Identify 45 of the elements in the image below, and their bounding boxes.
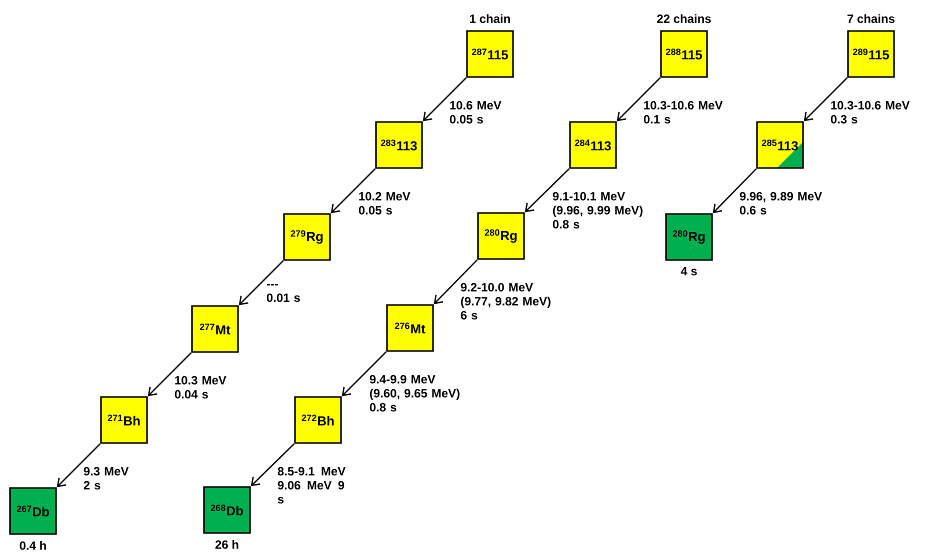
half-life-label: 4 s xyxy=(680,267,697,276)
chain-heading: 1 chain xyxy=(470,14,510,23)
decay-label: 10.3 MeV 0.04 s xyxy=(173,375,236,400)
decay-label: --- 0.01 s xyxy=(265,283,302,303)
decay-arrow xyxy=(712,168,757,214)
decay-label: 9.1-10.1 MeV (9.96, 9.99 MeV) 0.8 s xyxy=(551,191,648,230)
nuclide-box: $^{277}$Mt xyxy=(191,305,239,353)
decay-label: 10.2 MeV 0.05 s xyxy=(357,191,420,216)
decay-label: 9.2-10.0 MeV (9.77, 9.82 MeV) 6 s xyxy=(459,282,554,320)
nuclide-box: $^{271}$Bh xyxy=(100,396,148,444)
nuclide-box: $^{284}$113 xyxy=(569,121,617,169)
nuclide-box: $^{272}$Bh xyxy=(294,396,342,444)
decay-label: 9.4-9.9 MeV (9.60, 9.65 MeV) 0.8 s xyxy=(368,374,464,412)
nuclide-box: $^{276}$Mt xyxy=(386,304,434,352)
chain-heading: 22 chains xyxy=(657,14,711,23)
half-life-label: 26 h xyxy=(215,540,238,549)
nuclide-box: $^{285}$113 xyxy=(756,121,804,169)
decay-arrow xyxy=(148,352,192,396)
nuclide-box: $^{279}$Rg xyxy=(283,213,331,261)
decay-label: 8.5-9.1 MeV 9.06 MeV 9 s xyxy=(276,466,352,504)
nuclide-box: $^{267}$Db xyxy=(9,487,57,535)
decay-arrow xyxy=(238,260,284,306)
decay-arrow xyxy=(330,168,376,214)
half-life-label: 0.4 h xyxy=(20,541,46,550)
decay-arrow xyxy=(342,351,387,396)
nuclide-box: $^{283}$113 xyxy=(375,121,423,169)
decay-arrow xyxy=(524,168,570,212)
decay-label: 10.3-10.6 MeV 0.1 s xyxy=(642,100,730,124)
decay-arrow xyxy=(422,77,467,122)
decay-arrow xyxy=(56,443,101,488)
chain-heading: 7 chains xyxy=(848,14,895,23)
nuclide-box: $^{280}$Rg xyxy=(477,212,525,260)
decay-label: 9.96, 9.89 MeV 0.6 s xyxy=(738,191,828,216)
decay-arrow xyxy=(804,77,848,122)
decay-arrow xyxy=(616,77,661,122)
decay-label: 10.3-10.6 MeV 0.3 s xyxy=(829,100,916,125)
decay-label: 10.6 MeV 0.05 s xyxy=(448,100,510,124)
decay-label: 9.3 MeV 2 s xyxy=(82,466,134,490)
decay-arrow xyxy=(250,443,295,486)
nuclide-box: $^{289}$115 xyxy=(847,30,895,78)
nuclide-box: $^{280}$Rg xyxy=(665,213,713,261)
decay-arrow xyxy=(434,259,478,304)
nuclide-box: $^{288}$115 xyxy=(660,30,708,78)
nuclide-box: $^{268}$Db xyxy=(203,486,251,534)
nuclide-box: $^{287}$115 xyxy=(466,30,514,78)
